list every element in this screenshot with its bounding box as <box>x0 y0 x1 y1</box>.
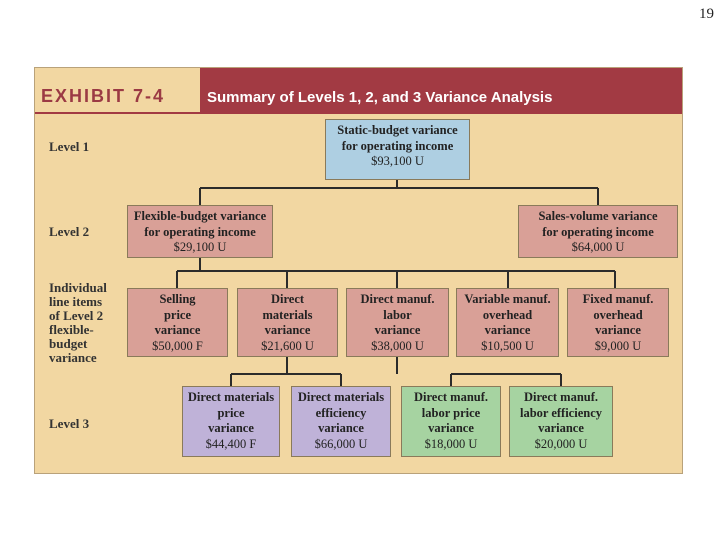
individual-line-items-label: Individual line items of Level 2 flexibl… <box>49 281 107 365</box>
box-label-line: Direct materials <box>297 390 385 404</box>
sales-volume-variance-box: Sales-volume variance for operating inco… <box>518 205 678 258</box>
box-value: $44,400 F <box>205 436 257 451</box>
box-label-line: for operating income <box>341 138 454 153</box>
box-value: $10,500 U <box>481 338 534 353</box>
individual-label-line: budget <box>49 336 88 351</box>
box-value: $21,600 U <box>261 338 314 353</box>
box-value: $66,000 U <box>314 436 368 451</box>
box-label-line: Static-budget variance <box>337 123 458 137</box>
box-label-line: overhead <box>482 307 533 322</box>
box-label-line: Direct manuf. <box>360 292 435 306</box>
individual-label-line: of Level 2 <box>49 308 104 323</box>
individual-label-line: Individual <box>49 280 107 295</box>
individual-label-line: line items <box>49 294 103 309</box>
individual-label-line: flexible- <box>49 322 94 337</box>
box-label-line: labor price <box>421 405 481 420</box>
box-label-line: for operating income <box>542 224 654 239</box>
exhibit-label-area: EXHIBIT 7-4 <box>35 68 200 114</box>
box-label-line: efficiency <box>315 405 367 420</box>
page-number: 19 <box>699 6 714 22</box>
box-label-line: Direct manuf. <box>523 390 599 404</box>
exhibit-title-bar: Summary of Levels 1, 2, and 3 Variance A… <box>200 68 682 114</box>
box-label-line: price <box>217 405 245 420</box>
box-label-line: Variable manuf. <box>464 292 551 306</box>
exhibit-title: Summary of Levels 1, 2, and 3 Variance A… <box>207 89 553 106</box>
box-value: $38,000 U <box>371 338 424 353</box>
box-label-line: variance <box>538 421 584 435</box>
box-value: $29,100 U <box>173 240 227 254</box>
box-label-line: materials <box>262 307 313 322</box>
box-label-line: Direct manuf. <box>413 390 489 404</box>
box-label-line: Sales-volume variance <box>538 209 658 223</box>
direct-materials-efficiency-variance-box: Direct materials efficiency variance $66… <box>291 386 391 457</box>
box-label-line: Flexible-budget variance <box>133 209 267 223</box>
individual-label-line: variance <box>49 350 97 365</box>
box-label-line: variance <box>484 323 531 337</box>
box-label-line: variance <box>154 323 201 337</box>
direct-materials-variance-box: Direct materials variance $21,600 U <box>237 288 338 357</box>
box-label-line: Direct materials <box>187 390 275 404</box>
box-label-line: variance <box>318 421 364 435</box>
level-2-label: Level 2 <box>49 224 90 239</box>
box-label-line: overhead <box>593 307 643 322</box>
box-label-line: labor efficiency <box>519 405 603 420</box>
connector-lines <box>176 180 616 386</box>
box-label-line: variance <box>264 323 311 337</box>
box-label-line: variance <box>374 323 421 337</box>
box-label-line: variance <box>208 421 254 435</box>
direct-materials-price-variance-box: Direct materials price variance $44,400 … <box>182 386 280 457</box>
static-budget-variance-box: Static-budget variance for operating inc… <box>325 119 470 180</box>
level-1-label: Level 1 <box>49 139 90 154</box>
box-label-line: price <box>163 307 192 322</box>
box-label-line: for operating income <box>144 224 256 239</box>
box-label-line: Direct <box>270 292 305 306</box>
variable-manuf-overhead-variance-box: Variable manuf. overhead variance $10,50… <box>456 288 559 357</box>
fixed-manuf-overhead-variance-box: Fixed manuf. overhead variance $9,000 U <box>567 288 669 357</box>
direct-manuf-labor-price-variance-box: Direct manuf. labor price variance $18,0… <box>401 386 501 457</box>
exhibit-panel: EXHIBIT 7-4 Summary of Levels 1, 2, and … <box>34 67 683 474</box>
box-label-line: variance <box>595 323 641 337</box>
box-value: $64,000 U <box>571 240 625 254</box>
box-value: $9,000 U <box>594 338 642 353</box>
exhibit-label: EXHIBIT 7-4 <box>41 86 166 106</box>
direct-manuf-labor-efficiency-variance-box: Direct manuf. labor efficiency variance … <box>509 386 613 457</box>
selling-price-variance-box: Selling price variance $50,000 F <box>127 288 228 357</box>
box-value: $18,000 U <box>424 436 478 451</box>
box-label-line: Selling <box>159 292 196 306</box>
box-value: $93,100 U <box>371 154 424 168</box>
box-value: $50,000 F <box>152 338 203 353</box>
box-label-line: labor <box>383 307 412 322</box>
flexible-budget-variance-box: Flexible-budget variance for operating i… <box>127 205 273 258</box>
box-value: $20,000 U <box>534 436 588 451</box>
box-label-line: Fixed manuf. <box>582 292 654 306</box>
level-3-label: Level 3 <box>49 416 90 431</box>
direct-manuf-labor-variance-box: Direct manuf. labor variance $38,000 U <box>346 288 449 357</box>
box-label-line: variance <box>428 421 474 435</box>
